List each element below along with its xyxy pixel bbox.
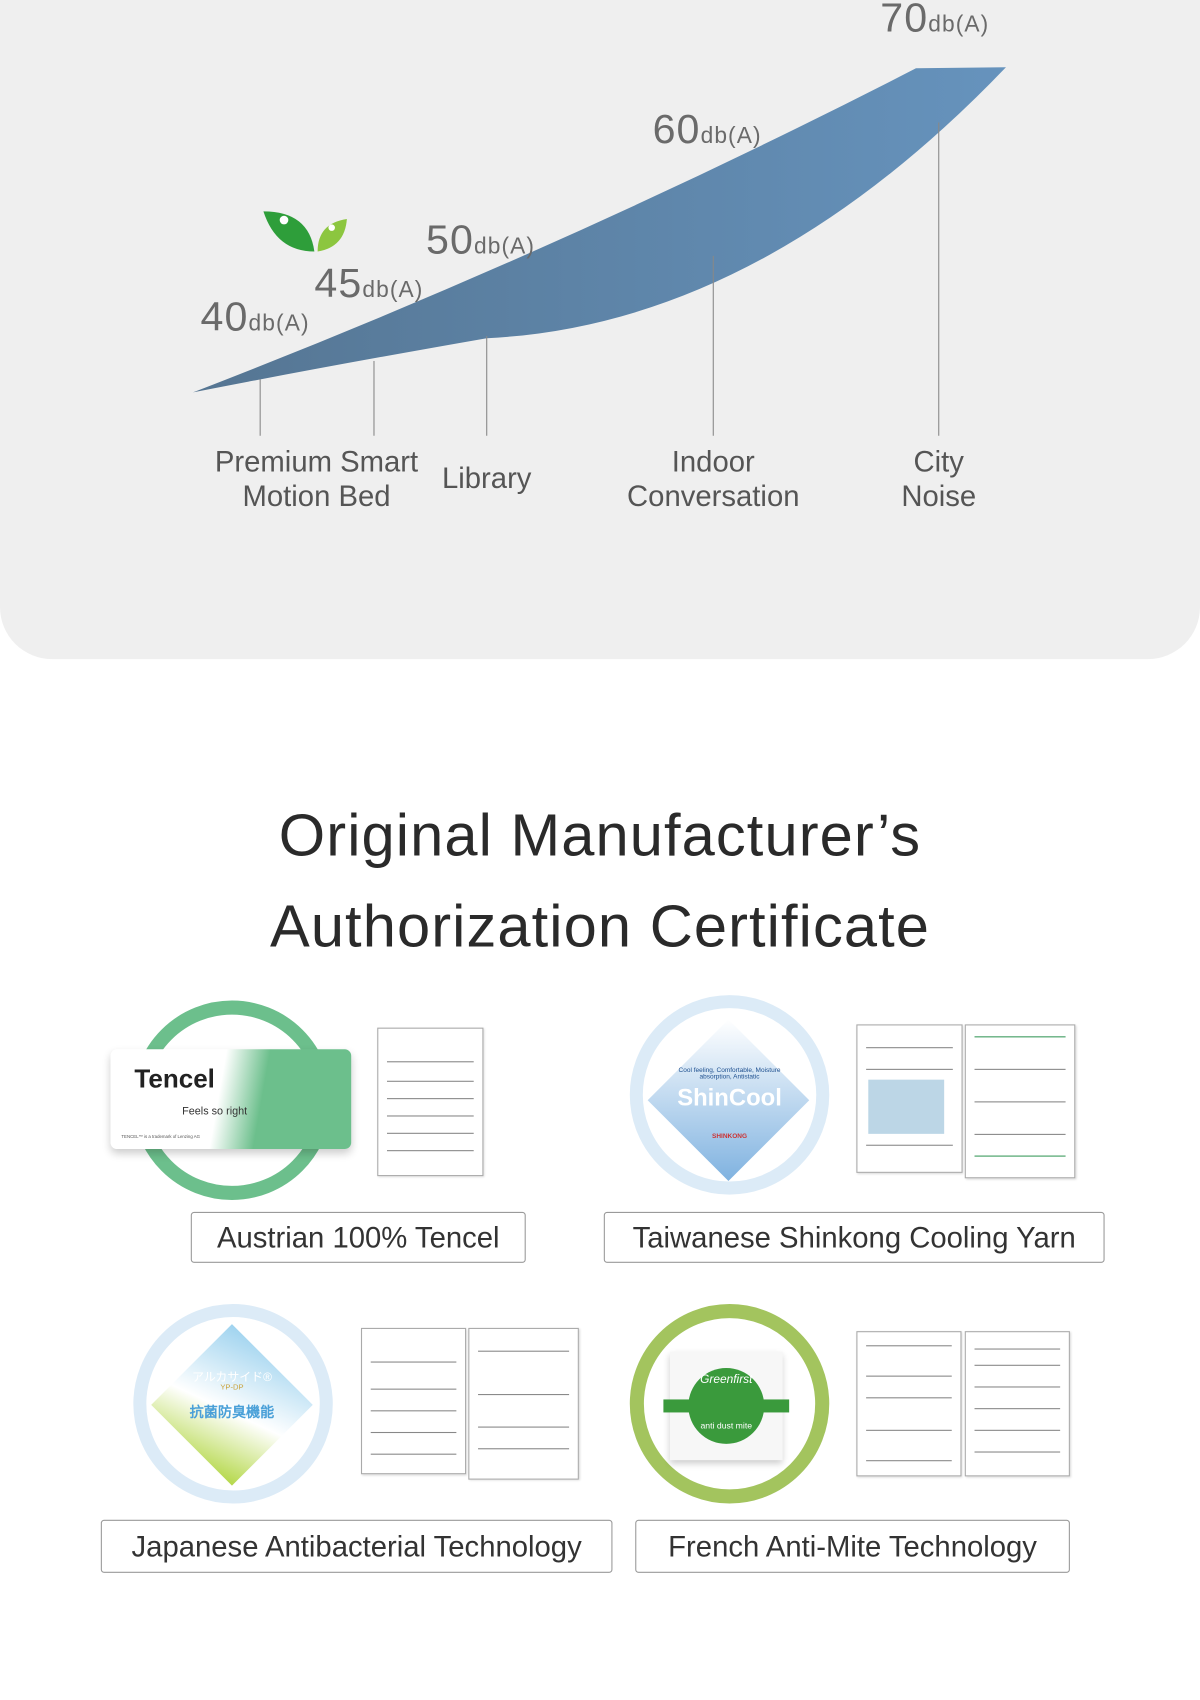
anti-mite-certificate-doc-2: [964, 1331, 1070, 1477]
category-library: Library: [441, 461, 532, 495]
level-60: 60db(A): [652, 107, 762, 153]
tencel-badge: Tencel Feels so right TENCEL™ is a trade…: [110, 1049, 352, 1150]
antibacterial-certificate-doc-1: [360, 1327, 467, 1475]
noise-curve-chart: [192, 67, 1006, 436]
level-45: 45db(A): [314, 261, 424, 307]
label-antibacterial: Japanese Antibacterial Technology: [100, 1519, 613, 1573]
label-shinkong: Taiwanese Shinkong Cooling Yarn: [603, 1211, 1105, 1263]
tencel-certificate-doc: [377, 1027, 484, 1177]
noise-comparison-panel: [0, 0, 1200, 660]
level-70: 70db(A): [880, 0, 990, 42]
level-50: 50db(A): [426, 217, 536, 264]
greenfirst-badge: Greenfirst anti dust mite: [663, 1351, 790, 1461]
label-anti-mite: French Anti-Mite Technology: [635, 1519, 1070, 1573]
antibacterial-certificate-doc-2: [468, 1327, 579, 1480]
shinkong-certificate-doc-1: [856, 1024, 963, 1173]
eco-leaf-icon: [263, 211, 347, 252]
label-tencel: Austrian 100% Tencel: [190, 1211, 526, 1263]
level-40: 40db(A): [200, 294, 310, 341]
noise-band: [192, 67, 1006, 393]
shinkong-certificate-doc-2: [964, 1024, 1076, 1179]
anti-mite-certificate-doc-1: [856, 1331, 962, 1477]
